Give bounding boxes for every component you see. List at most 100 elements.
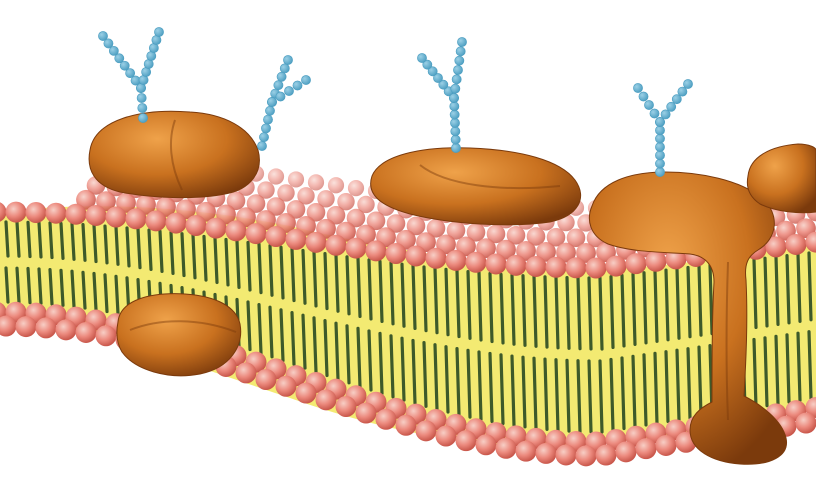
lipid-tail	[523, 357, 525, 427]
lipid-tail	[457, 349, 459, 415]
lipid-tail	[622, 358, 624, 429]
sugar-bead	[283, 55, 292, 64]
integral-protein-right-edge	[747, 144, 816, 213]
lipid-tail	[259, 244, 261, 293]
sugar-bead	[267, 97, 276, 106]
lipid-tail	[347, 326, 349, 383]
phospholipid-head	[286, 229, 307, 250]
lipid-tail	[171, 232, 173, 273]
sugar-bead	[280, 64, 289, 73]
lipid-tail	[28, 268, 30, 302]
lipid-tail	[545, 359, 547, 429]
lipid-tail	[809, 253, 811, 320]
lipid-tail	[226, 239, 228, 285]
phospholipid-head	[106, 207, 127, 228]
lipid-tail	[600, 278, 602, 349]
sugar-bead	[667, 102, 676, 111]
lipid-tail	[391, 336, 393, 397]
phospholipid-head	[288, 171, 304, 187]
phospholipid-head	[476, 434, 497, 455]
phospholipid-head	[276, 376, 297, 397]
phospholipid-head	[326, 235, 347, 256]
lipid-tail	[314, 318, 316, 372]
lipid-tail	[567, 360, 569, 431]
lipid-tail	[545, 277, 547, 347]
phospholipid-head	[376, 409, 397, 430]
phospholipid-head	[786, 234, 807, 255]
phospholipid-head	[246, 223, 267, 244]
lipid-tail	[50, 223, 52, 258]
sugar-bead	[154, 27, 163, 36]
phospholipid-head	[576, 445, 597, 466]
lipid-tail	[644, 355, 646, 425]
sugar-bead	[451, 84, 460, 93]
phospholipid-head	[226, 220, 247, 241]
phospholipid-head	[506, 255, 527, 276]
lipid-tail	[633, 274, 635, 344]
lipid-tail	[314, 252, 316, 306]
phospholipid-head	[356, 403, 377, 424]
lipid-tail	[193, 235, 195, 278]
lipid-tail	[336, 323, 338, 379]
sugar-bead	[450, 118, 459, 127]
lipid-tail	[105, 226, 107, 263]
phospholipid-head	[36, 317, 57, 338]
lipid-tail	[105, 275, 107, 312]
lipid-tail	[358, 258, 360, 316]
lipid-tail	[468, 350, 470, 417]
lipid-tail	[424, 267, 426, 331]
lipid-tail	[611, 277, 613, 348]
lipid-tail	[589, 278, 591, 349]
sugar-bead	[449, 93, 458, 102]
sugar-bead	[655, 117, 664, 126]
lipid-tail	[754, 339, 756, 407]
lipid-tail	[556, 360, 558, 431]
lipid-tail	[380, 333, 382, 393]
lipid-tail	[281, 247, 283, 298]
sugar-bead	[450, 110, 459, 119]
sugar-bead	[284, 86, 293, 95]
sugar-bead	[655, 159, 664, 168]
lipid-tail	[248, 302, 250, 350]
sugar-bead	[661, 110, 670, 119]
phospholipid-head	[206, 218, 227, 239]
lipid-tail	[556, 277, 558, 348]
lipid-tail	[479, 273, 481, 340]
sugar-bead	[293, 81, 302, 90]
phospholipid-head	[76, 322, 97, 343]
phospholipid-head	[626, 253, 647, 274]
sugar-bead	[456, 47, 465, 56]
phospholipid-head	[586, 257, 607, 278]
lipid-tail	[567, 278, 569, 349]
sugar-bead	[655, 134, 664, 143]
lipid-tail	[688, 267, 690, 336]
lipid-tail	[776, 336, 778, 403]
lipid-tail	[677, 269, 679, 338]
phospholipid-head	[546, 257, 567, 278]
lipid-tail	[39, 223, 41, 257]
lipid-tail	[17, 222, 19, 256]
phospholipid-head	[556, 444, 577, 465]
sugar-bead	[277, 72, 286, 81]
lipid-tail	[72, 271, 74, 306]
sugar-bead	[672, 95, 681, 104]
lipid-tail	[303, 315, 305, 368]
lipid-tail	[578, 278, 580, 349]
phospholipid-head	[166, 213, 187, 234]
phospholipid-head	[656, 435, 677, 456]
lipid-tail	[666, 270, 668, 340]
phospholipid-head	[86, 205, 107, 226]
phospholipid-head	[796, 413, 816, 434]
lipid-tail	[336, 255, 338, 311]
lipid-tail	[765, 338, 767, 406]
lipid-tail	[270, 246, 272, 296]
phospholipid-head	[526, 256, 547, 277]
lipid-tail	[699, 266, 701, 335]
phospholipid-head	[386, 243, 407, 264]
lipid-tail	[347, 257, 349, 314]
lipid-tail	[413, 266, 415, 329]
lipid-tail	[754, 260, 756, 328]
sugar-bead	[261, 124, 270, 133]
lipid-tail	[270, 307, 272, 357]
lipid-tail	[325, 254, 327, 309]
